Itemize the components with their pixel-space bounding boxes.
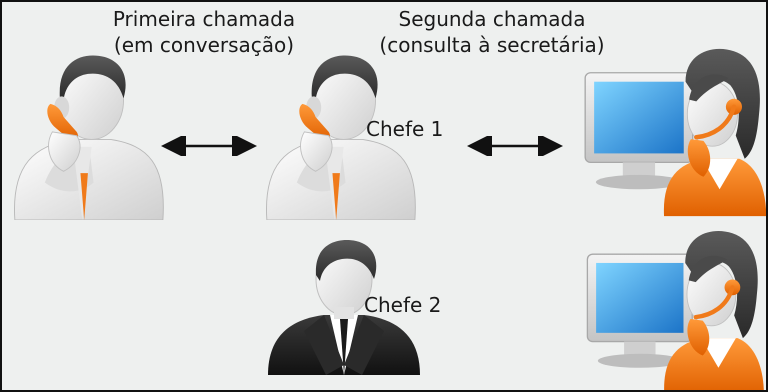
boss1-label: Chefe 1 <box>366 117 444 141</box>
secretary-bottom-icon <box>578 228 768 392</box>
second-call-arrow <box>467 136 563 156</box>
first-call-label: Primeira chamada (em conversação) <box>94 6 314 58</box>
caller-person-on-phone-icon <box>14 55 164 220</box>
first-call-title: Primeira chamada <box>112 7 296 31</box>
second-call-status: (consulta à secretária) <box>379 33 605 57</box>
first-call-arrow <box>161 136 257 156</box>
boss2-label: Chefe 2 <box>364 293 442 317</box>
first-call-status: (em conversação) <box>113 33 295 57</box>
second-call-title: Segunda chamada <box>398 7 586 31</box>
secretary-top-icon <box>578 42 768 220</box>
second-call-label: Segunda chamada (consulta à secretária) <box>362 6 622 58</box>
